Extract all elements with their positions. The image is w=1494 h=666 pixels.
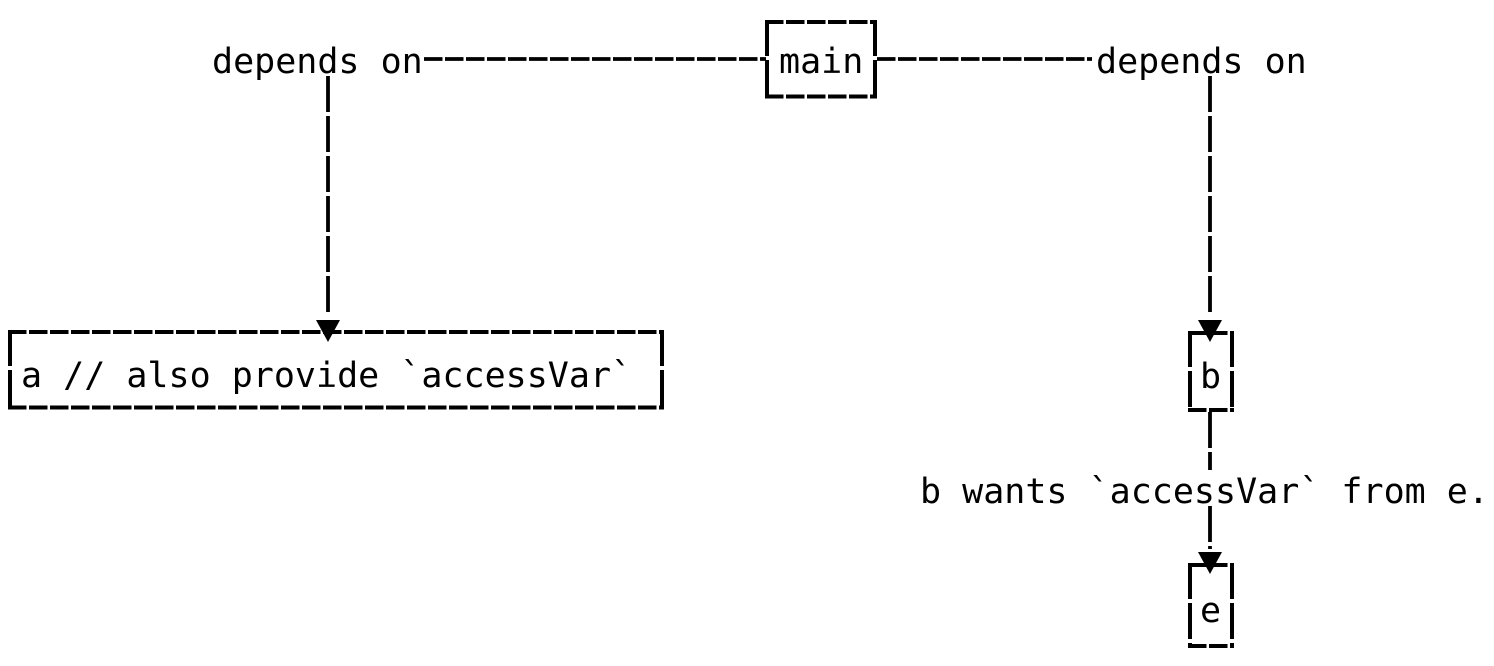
node-b-label: b xyxy=(1200,357,1222,397)
edge-label-main-b: depends on xyxy=(1096,42,1307,82)
edge-label-main-a: depends on xyxy=(212,42,423,82)
node-b-box xyxy=(1188,331,1234,412)
node-e-label: e xyxy=(1200,591,1222,631)
node-a-box xyxy=(8,330,664,410)
node-a-label: a // also provide `accessVar` xyxy=(21,356,633,396)
node-main-box xyxy=(765,20,877,99)
edge-label-b-e: b wants `accessVar` from e. xyxy=(920,472,1489,512)
node-e-box xyxy=(1188,563,1234,648)
node-main-label: main xyxy=(779,42,864,82)
